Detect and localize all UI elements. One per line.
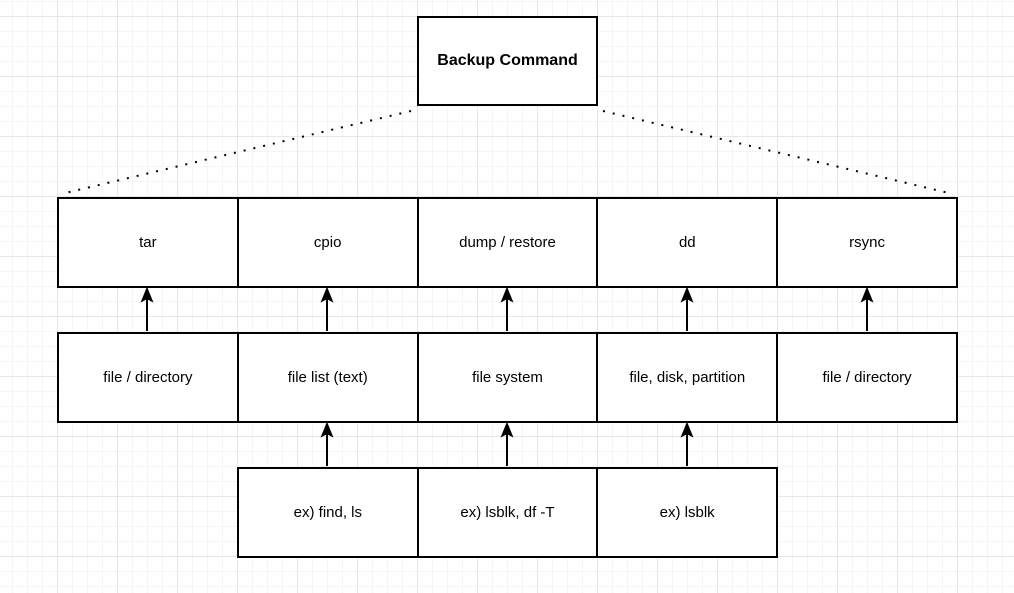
node-file-disk-partition[interactable]: file, disk, partition <box>596 334 777 421</box>
node-backup-command[interactable]: Backup Command <box>417 16 598 106</box>
arrow-to-file-system <box>500 421 514 466</box>
node-file-list-text[interactable]: file list (text) <box>236 334 417 421</box>
node-dd[interactable]: dd <box>596 199 777 286</box>
node-ex-lsblk[interactable]: ex) lsblk <box>596 469 777 556</box>
arrow-to-cpio <box>320 286 334 331</box>
target-row: file / directory file list (text) file s… <box>57 332 958 423</box>
node-ex-lsblk-df[interactable]: ex) lsblk, df -T <box>416 469 597 556</box>
node-cpio-label: cpio <box>313 234 342 251</box>
arrow-to-dump-restore <box>500 286 514 331</box>
example-row: ex) find, ls ex) lsblk, df -T ex) lsblk <box>237 467 778 558</box>
node-file-system[interactable]: file system <box>416 334 597 421</box>
node-tar[interactable]: tar <box>59 199 237 286</box>
node-file-directory-1[interactable]: file / directory <box>59 334 237 421</box>
node-dump-restore[interactable]: dump / restore <box>416 199 597 286</box>
node-rsync[interactable]: rsync <box>776 199 956 286</box>
dotted-edge-left <box>60 110 412 195</box>
node-dump-restore-label: dump / restore <box>459 234 556 251</box>
node-file-system-label: file system <box>472 369 543 386</box>
node-file-disk-partition-label: file, disk, partition <box>629 369 746 386</box>
node-ex-lsblk-df-label: ex) lsblk, df -T <box>460 504 555 521</box>
node-file-directory-2-label: file / directory <box>822 369 912 386</box>
arrow-to-file-disk-partition <box>680 421 694 466</box>
node-tar-label: tar <box>139 234 157 251</box>
node-dd-label: dd <box>678 234 696 251</box>
node-ex-find-ls[interactable]: ex) find, ls <box>239 469 417 556</box>
node-file-list-text-label: file list (text) <box>287 369 368 386</box>
node-file-directory-2[interactable]: file / directory <box>776 334 956 421</box>
arrow-to-tar <box>140 286 154 331</box>
node-cpio[interactable]: cpio <box>236 199 417 286</box>
node-file-directory-1-label: file / directory <box>103 369 193 386</box>
node-ex-find-ls-label: ex) find, ls <box>293 504 363 521</box>
arrow-to-rsync <box>860 286 874 331</box>
command-row: tar cpio dump / restore dd rsync <box>57 197 958 288</box>
arrow-to-dd <box>680 286 694 331</box>
node-rsync-label: rsync <box>849 234 885 251</box>
node-ex-lsblk-label: ex) lsblk <box>659 504 715 521</box>
arrow-to-file-list <box>320 421 334 466</box>
node-backup-command-label: Backup Command <box>437 52 578 69</box>
dotted-edge-right <box>602 110 954 195</box>
